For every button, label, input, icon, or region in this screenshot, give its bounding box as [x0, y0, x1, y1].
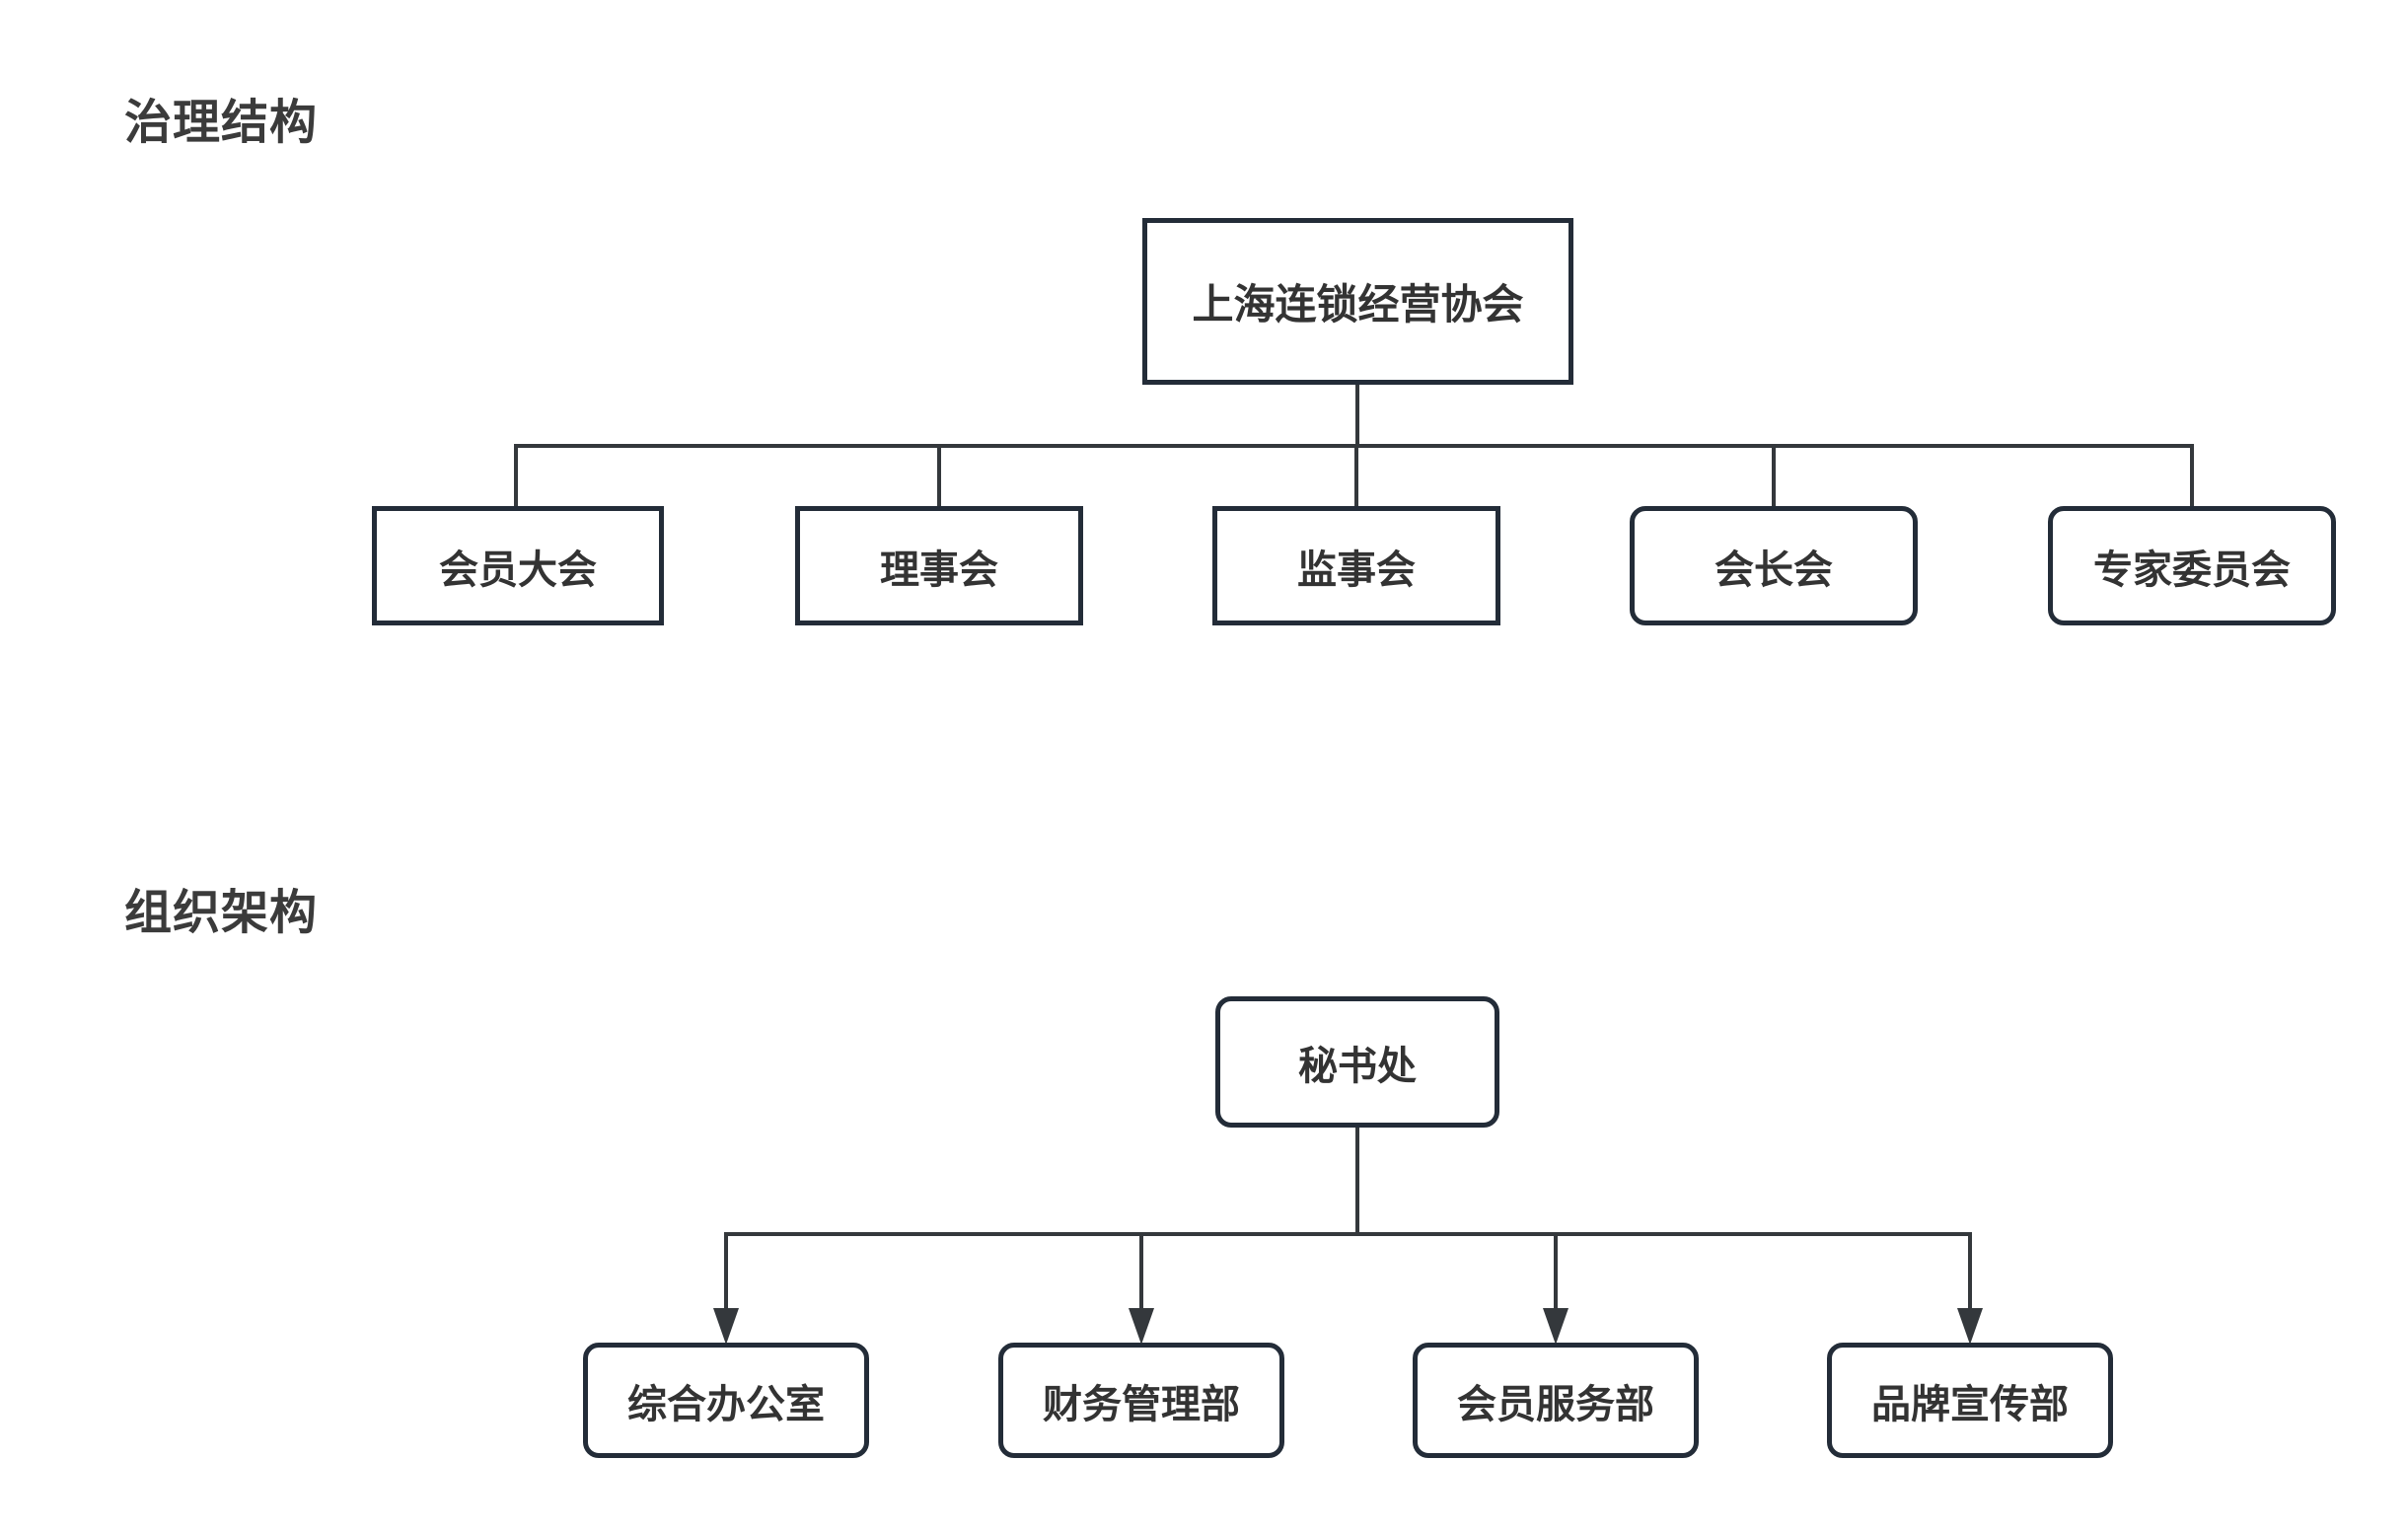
node-label: 会长会	[1715, 548, 1833, 592]
node-label: 品牌宣传部	[1871, 1382, 2069, 1426]
section-title-organization: 组织架构	[124, 887, 319, 939]
node-finance-management-dept: 财务管理部	[998, 1343, 1284, 1458]
node-label: 会员服务部	[1457, 1382, 1654, 1426]
node-general-office: 综合办公室	[583, 1343, 869, 1458]
node-expert-committee: 专家委员会	[2048, 506, 2336, 625]
node-member-assembly: 会员大会	[372, 506, 664, 625]
node-presidents-council: 会长会	[1630, 506, 1918, 625]
arrow-down-icon	[1129, 1308, 1154, 1345]
node-supervisory-board: 监事会	[1212, 506, 1500, 625]
node-governance-root: 上海连锁经营协会	[1142, 218, 1573, 385]
arrow-down-icon	[1543, 1308, 1569, 1345]
node-member-service-dept: 会员服务部	[1413, 1343, 1699, 1458]
node-label: 综合办公室	[627, 1382, 825, 1426]
node-board-of-directors: 理事会	[795, 506, 1083, 625]
node-secretariat: 秘书处	[1215, 996, 1499, 1128]
governance-connectors	[514, 383, 2194, 509]
node-label: 专家委员会	[2093, 548, 2291, 592]
node-label: 秘书处	[1298, 1044, 1417, 1088]
organization-connectors	[713, 1126, 1983, 1345]
arrow-down-icon	[713, 1308, 739, 1345]
arrow-down-icon	[1957, 1308, 1983, 1345]
node-label: 会员大会	[439, 548, 597, 592]
node-label: 上海连锁经营协会	[1192, 281, 1524, 328]
node-label: 监事会	[1297, 548, 1416, 592]
node-label: 财务管理部	[1043, 1382, 1240, 1426]
node-label: 理事会	[880, 548, 998, 592]
node-brand-publicity-dept: 品牌宣传部	[1827, 1343, 2113, 1458]
section-title-governance: 治理结构	[124, 97, 319, 149]
